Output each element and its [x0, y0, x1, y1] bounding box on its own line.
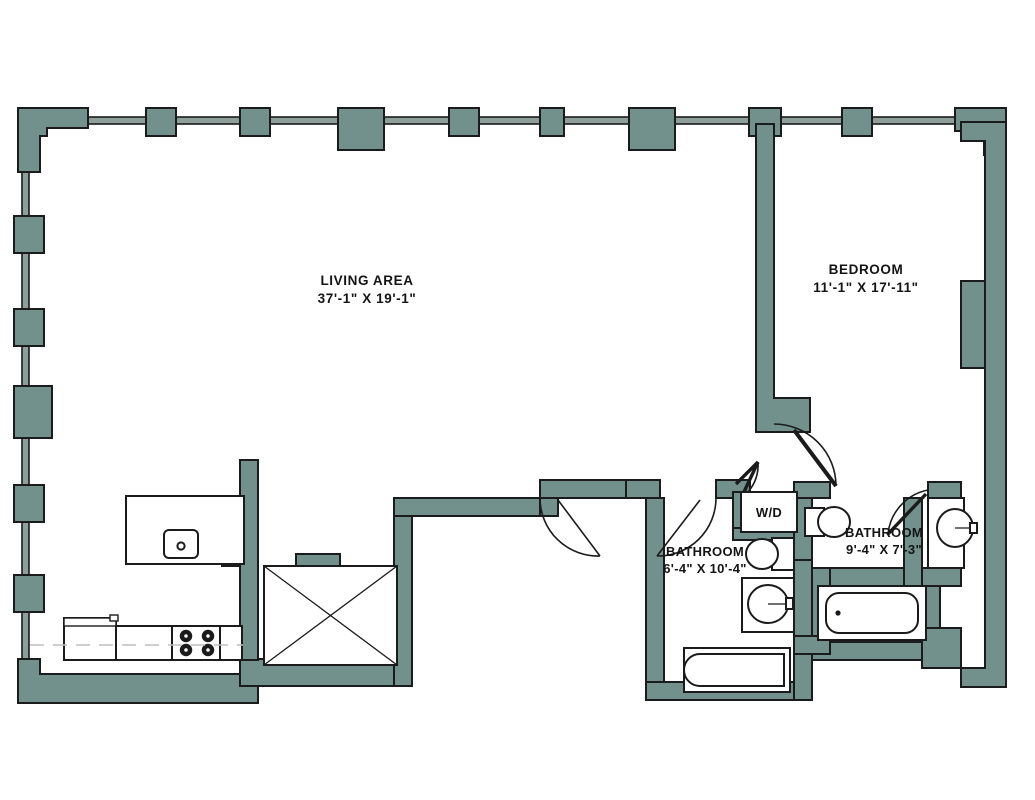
washer-dryer-label: W/D	[756, 505, 782, 520]
washer-dryer	[740, 491, 798, 533]
closet	[263, 565, 398, 666]
tub-bath-2	[817, 585, 927, 641]
kitchen-base-cabinet-c	[219, 625, 243, 661]
left-wall-piers	[13, 215, 53, 613]
sink-bath-2	[927, 497, 978, 569]
door-bedroom	[773, 423, 838, 488]
toilet-bath-1	[745, 537, 795, 571]
living-area-dimensions: 37'-1" X 19'-1"	[318, 291, 417, 306]
door-living-left	[539, 497, 601, 557]
interior-walls	[221, 123, 962, 701]
bathroom-2-fixtures	[804, 497, 978, 641]
bathroom-2-label: BATHROOM	[845, 525, 923, 540]
toilet-bath-2	[804, 506, 851, 538]
living-area-label: LIVING AREA	[320, 273, 413, 288]
door-bathroom-2	[886, 489, 929, 536]
bedroom-label: BEDROOM	[829, 262, 904, 277]
door-living-right	[656, 497, 717, 557]
room-labels: LIVING AREA 37'-1" X 19'-1" BEDROOM 11'-…	[318, 262, 923, 576]
door-wd	[734, 460, 760, 493]
sink-bath-1	[741, 577, 795, 633]
kitchen	[30, 495, 245, 661]
cooktop	[171, 625, 221, 661]
bathroom-1-label: BATHROOM	[666, 544, 744, 559]
bedroom-dimensions: 11'-1" X 17'-11"	[813, 280, 918, 295]
kitchen-base-cabinet-a	[115, 625, 173, 661]
bathroom-1-fixtures	[683, 537, 795, 693]
doors	[539, 423, 929, 557]
bathroom-2-dimensions: 9'-4" X 7'-3"	[846, 542, 922, 557]
bathroom-1-dimensions: 6'-4" X 10'-4"	[663, 561, 746, 576]
tub-bath-1	[683, 647, 791, 693]
